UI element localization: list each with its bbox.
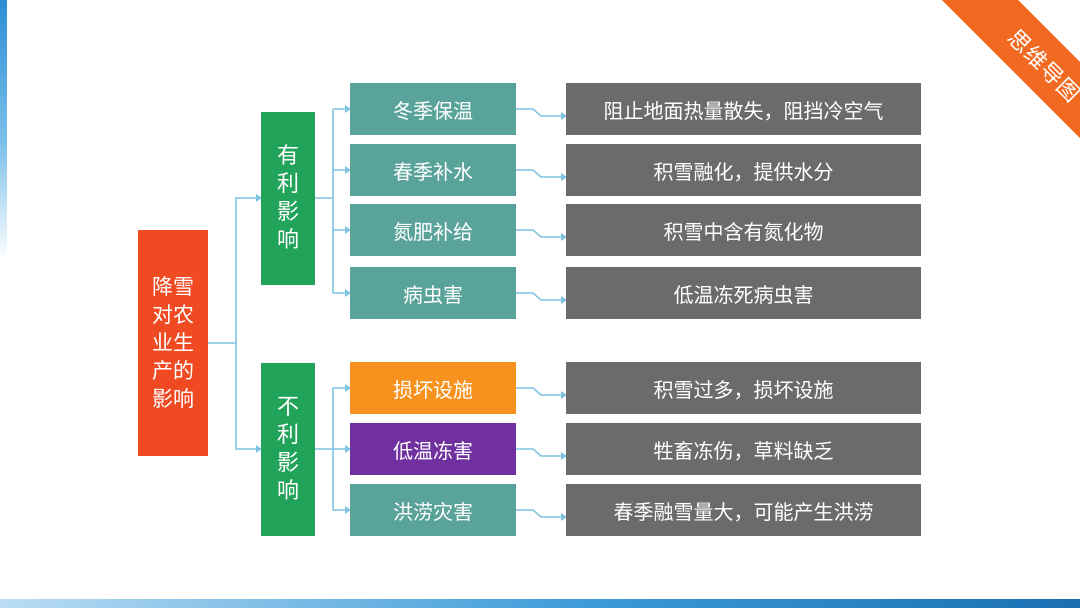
root-node: 降雪对农业生产的影响 [138,230,208,456]
left-accent-bar [0,0,7,260]
arrowhead-icon [345,166,351,174]
description-node: 低温冻死病虫害 [566,267,921,319]
description-node: 牲畜冻伤，草料缺乏 [566,423,921,475]
group-node-unfavorable: 不利影响 [261,363,315,536]
arrowhead-icon [345,289,351,297]
connector-row-1 [516,108,566,117]
connector-row-6 [516,448,566,457]
group-node-favorable: 有利影响 [261,112,315,285]
connector-row-4 [516,292,566,301]
arrowhead-icon [561,173,567,181]
description-node: 积雪融化，提供水分 [566,144,921,196]
arrowhead-icon [345,105,351,113]
arrowhead-icon [345,506,351,514]
description-node: 阻止地面热量散失，阻挡冷空气 [566,83,921,135]
arrowhead-icon [561,452,567,460]
category-node: 病虫害 [350,267,516,319]
category-node: 损坏设施 [350,362,516,414]
category-node: 氮肥补给 [350,204,516,256]
arrowhead-icon [345,226,351,234]
arrowhead-icon [256,445,262,453]
category-node: 冬季保温 [350,83,516,135]
arrowhead-icon [561,296,567,304]
arrowhead-icon [561,513,567,521]
connector-row-2 [516,169,566,178]
arrowhead-icon [561,233,567,241]
arrowhead-icon [561,391,567,399]
arrowhead-icon [345,384,351,392]
arrowhead-icon [345,445,351,453]
category-node: 洪涝灾害 [350,484,516,536]
description-node: 春季融雪量大，可能产生洪涝 [566,484,921,536]
description-node: 积雪中含有氮化物 [566,204,921,256]
category-node: 春季补水 [350,144,516,196]
connector-root-unfavorable [235,343,261,450]
connector-row-7 [516,509,566,518]
arrowhead-icon [561,112,567,120]
bottom-accent-bar [0,599,1080,608]
connector-row-3 [516,229,566,238]
connector-row-5 [516,387,566,396]
connector-root-favorable [208,197,261,344]
arrowhead-icon [256,194,262,202]
category-node: 低温冻害 [350,423,516,475]
description-node: 积雪过多，损坏设施 [566,362,921,414]
